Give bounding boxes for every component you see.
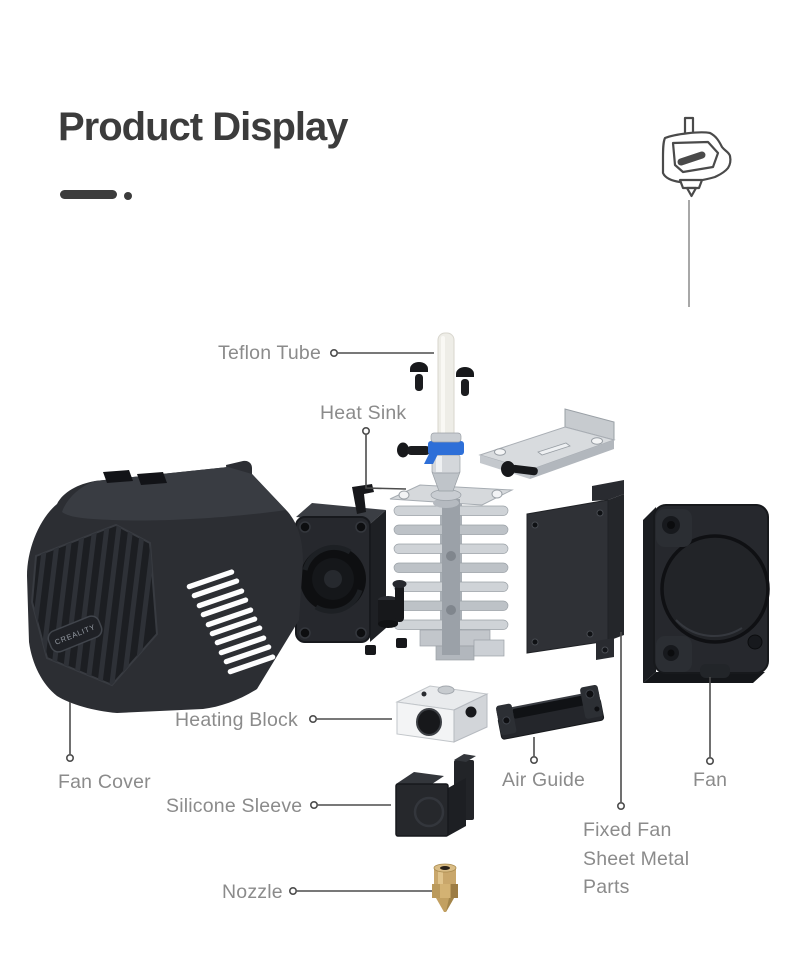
pneumatic-coupler-part (397, 432, 464, 508)
icon-nozzle-tip (685, 186, 698, 198)
heat-sink-part (389, 484, 514, 661)
label-heat-sink: Heat Sink (320, 402, 407, 424)
label-fan-cover: Fan Cover (58, 771, 151, 793)
leader-lines (66, 348, 714, 895)
silicone-sleeve-part (395, 754, 476, 837)
clip-screw (397, 442, 409, 458)
icon-collar (678, 178, 704, 190)
label-air-guide: Air Guide (502, 769, 586, 791)
blue-clip (428, 441, 464, 455)
bracket-screw (501, 461, 538, 477)
small-fan-part (295, 484, 386, 643)
fan-lever (352, 484, 374, 514)
label-silicone-sleeve: Silicone Sleeve (166, 795, 303, 817)
label-fixed-fan-sheet-metal: Fixed Fan Sheet Metal Parts (583, 819, 690, 898)
heating-block-part (395, 685, 489, 743)
cover-air-slats (186, 569, 276, 675)
page-title: Product Display (58, 105, 349, 149)
sheet-metal-plate-part (526, 480, 624, 660)
fan-cover-part: CREALITY (27, 460, 303, 713)
screw-top-right (456, 367, 474, 396)
bracket-part (478, 408, 616, 479)
label-nozzle: Nozzle (222, 881, 283, 903)
hotend-outline-icon (661, 116, 732, 307)
screw-top-left (410, 362, 428, 391)
air-guide-part (496, 684, 605, 740)
title-underline-dot (124, 192, 132, 200)
small-screws-and-nuts (365, 580, 407, 655)
blower-fan-part (643, 504, 770, 683)
title-underline-dash (60, 190, 117, 199)
label-heating-block: Heating Block (175, 709, 298, 731)
label-teflon-tube: Teflon Tube (218, 342, 322, 364)
icon-dash (677, 151, 706, 166)
nozzle-part (432, 863, 458, 912)
teflon-tube-part (437, 332, 455, 441)
label-fan: Fan (693, 769, 728, 791)
